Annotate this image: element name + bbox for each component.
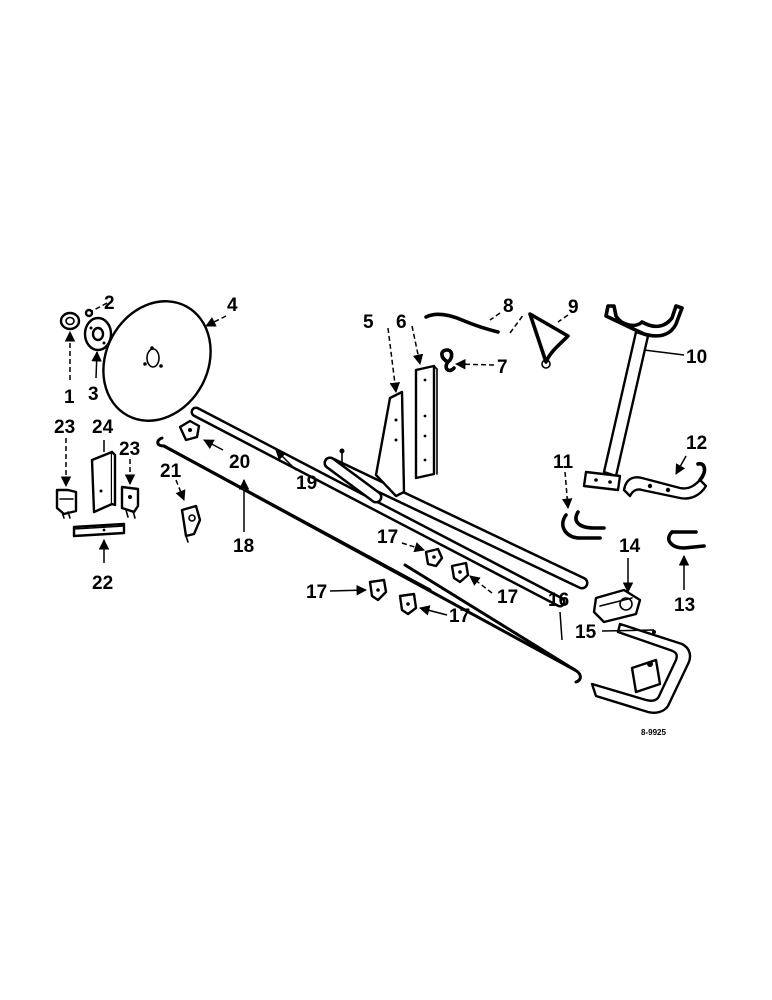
part-11-u-bolt: [561, 510, 606, 540]
label-21: 21: [160, 461, 182, 482]
part-main-rod: [323, 448, 589, 590]
part-number-labels: 1 2 3 4 5 6 7 8 9 10 11 12 13 14 15 16 1…: [54, 293, 707, 737]
part-10-hanger: [582, 304, 684, 492]
label-22: 22: [92, 573, 113, 594]
label-7: 7: [497, 357, 508, 378]
label-13: 13: [674, 595, 695, 616]
part-13-u-clip: [667, 530, 706, 550]
label-24: 24: [92, 417, 114, 438]
part-5-standard: [374, 390, 406, 498]
part-18-rod: [156, 436, 582, 684]
label-18: 18: [233, 536, 254, 557]
label-17-c: 17: [306, 582, 327, 603]
label-3: 3: [88, 384, 99, 405]
label-6: 6: [396, 312, 407, 333]
label-5: 5: [363, 312, 374, 333]
part-21-clip: [180, 504, 202, 543]
part-17-clamp-a: [424, 547, 444, 568]
part-9-link: [528, 312, 570, 369]
part-3-hub: [83, 316, 113, 352]
label-16: 16: [548, 590, 569, 611]
part-7-s-hook: [440, 348, 456, 373]
label-17-a: 17: [377, 527, 398, 548]
label-9: 9: [568, 297, 579, 318]
label-4: 4: [227, 295, 238, 316]
part-23-clamp-right: [120, 485, 140, 519]
part-22-bar: [72, 522, 126, 538]
part-2-bearing-ball: [84, 308, 94, 318]
label-8: 8: [503, 296, 514, 317]
part-19-tube: [190, 406, 566, 608]
label-23-a: 23: [54, 417, 75, 438]
part-8-wire: [424, 312, 500, 334]
part-15-yoke: [590, 622, 692, 714]
drawing-code: 8-9925: [641, 728, 666, 737]
label-20: 20: [229, 452, 250, 473]
label-12: 12: [686, 433, 707, 454]
part-6-strap: [414, 364, 438, 480]
label-10: 10: [686, 347, 707, 368]
part-20-bracket: [178, 419, 201, 442]
label-17-b: 17: [497, 587, 518, 608]
label-15: 15: [575, 622, 597, 643]
part-23-clamp-left: [55, 488, 78, 519]
part-12-clamp-plate: [622, 461, 708, 500]
label-23-b: 23: [119, 439, 140, 460]
label-17-d: 17: [449, 606, 470, 627]
label-11: 11: [553, 452, 574, 473]
part-24-scraper: [90, 450, 117, 514]
part-17-clamp-b: [450, 561, 470, 584]
part-17-clamp-d: [398, 592, 418, 616]
label-1: 1: [64, 387, 75, 408]
part-14-hinge: [592, 588, 642, 624]
leader-lines: [60, 302, 690, 641]
label-19: 19: [296, 473, 317, 494]
label-14: 14: [619, 536, 641, 557]
part-4-disk: [102, 300, 212, 422]
label-2: 2: [104, 293, 115, 314]
part-1-ring: [59, 311, 81, 331]
part-17-clamp-c: [368, 578, 388, 602]
